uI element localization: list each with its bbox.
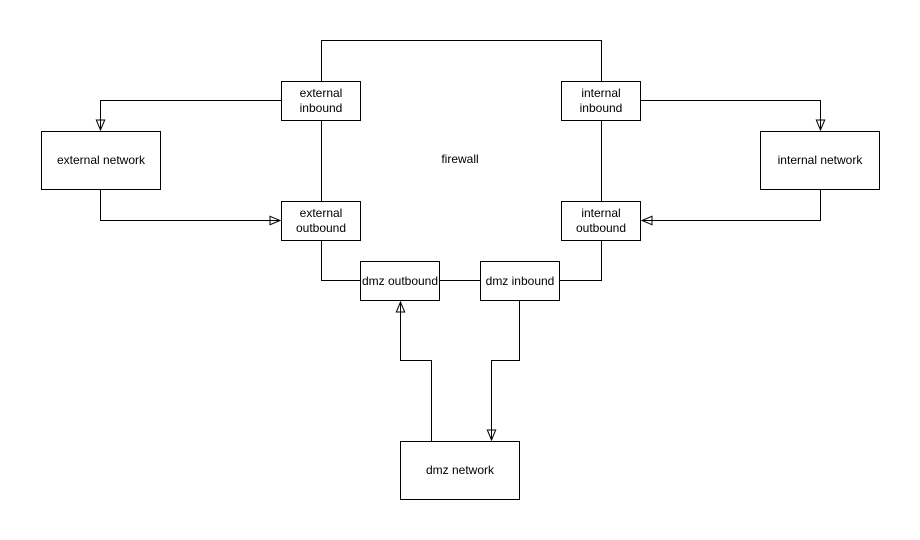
- node-internal-network: internal network: [760, 131, 880, 190]
- connector-dmz-inbound-to-dmz-network: [492, 300, 520, 440]
- node-external-inbound-label: external inbound: [299, 86, 343, 115]
- connector-internal-inbound-to-internal-network: [641, 100, 821, 130]
- node-dmz-inbound-label: dmz inbound: [485, 273, 555, 288]
- connector-internal-network-to-internal-outbound: [643, 190, 821, 221]
- connector-dmz-network-to-dmz-outbound: [401, 303, 432, 441]
- connector-internal-outbound-to-dmz-inbound: [560, 241, 602, 281]
- node-dmz-network-label: dmz network: [425, 463, 495, 477]
- connector-external-inbound-to-internal-inbound: [321, 40, 602, 81]
- node-internal-outbound-label: internal outbound: [575, 206, 627, 235]
- node-dmz-inbound: dmz inbound: [480, 261, 560, 301]
- node-external-outbound-label: external outbound: [295, 206, 347, 235]
- node-internal-network-label: internal network: [777, 153, 863, 167]
- node-dmz-outbound: dmz outbound: [360, 261, 440, 301]
- node-dmz-network: dmz network: [400, 441, 520, 500]
- node-external-network-label: external network: [56, 153, 146, 167]
- node-dmz-outbound-label: dmz outbound: [361, 273, 439, 288]
- firewall-label: firewall: [441, 152, 479, 166]
- node-external-outbound: external outbound: [281, 201, 361, 241]
- connector-external-network-to-external-outbound: [100, 190, 280, 221]
- node-external-network: external network: [41, 131, 161, 190]
- node-external-inbound: external inbound: [281, 81, 361, 121]
- connector-external-inbound-to-external-network: [101, 100, 281, 130]
- node-internal-inbound: internal inbound: [561, 81, 641, 121]
- node-internal-outbound: internal outbound: [561, 201, 641, 241]
- node-internal-inbound-label: internal inbound: [579, 86, 623, 115]
- connector-external-outbound-to-dmz-outbound: [321, 241, 360, 281]
